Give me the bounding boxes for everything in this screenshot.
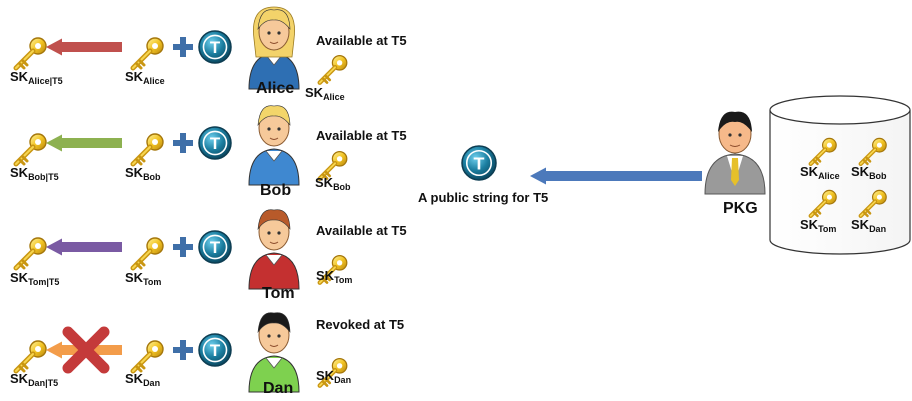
alice-avatar (248, 6, 300, 90)
svg-text:T: T (210, 238, 221, 257)
token-icon-dan: T (198, 333, 232, 367)
key-sk-tom-icon (130, 237, 164, 271)
user-name-alice: Alice (256, 80, 295, 97)
sk-bob-label: SKBob (125, 165, 161, 182)
sk-bob-t5-label: SKBob|T5 (10, 165, 59, 182)
key-sk-tom-t5-icon (13, 237, 47, 271)
dan-avatar (248, 312, 300, 393)
key-sk-alice-t5-icon (13, 37, 47, 71)
public-token-icon: T (461, 145, 497, 181)
status-bob: Available at T5 (316, 128, 407, 143)
sk-tom-t5-label: SKTom|T5 (10, 270, 60, 287)
sk-dan-status-label: SKDan (316, 368, 352, 385)
status-dan: Revoked at T5 (316, 317, 405, 332)
key-sk-dan-icon (130, 340, 164, 374)
bob-avatar (248, 105, 300, 186)
plus-icon-dan (173, 340, 193, 360)
svg-text:T: T (474, 153, 485, 173)
store-key-tom-icon (808, 189, 837, 219)
arrow-bob (46, 134, 122, 152)
public-string-label: A public string for T5 (418, 190, 549, 205)
sk-bob-status-label: SKBob (315, 175, 351, 192)
key-status-tom-icon (317, 254, 348, 285)
store-key-bob-icon (858, 137, 887, 167)
store-sk-dan-label: SKDan (851, 217, 887, 234)
key-status-alice-icon (317, 54, 348, 85)
user-name-tom: Tom (262, 285, 295, 302)
arrow-tom (46, 238, 122, 256)
plus-icon-alice (173, 37, 193, 57)
svg-text:T: T (210, 38, 221, 57)
revoked-cross-icon (62, 326, 110, 374)
store-sk-alice-label: SKAlice (800, 164, 840, 181)
sk-tom-label: SKTom (125, 270, 162, 287)
sk-tom-status-label: SKTom (316, 268, 353, 285)
sk-alice-t5-label: SKAlice|T5 (10, 69, 63, 86)
key-status-dan-icon (317, 357, 348, 388)
sk-dan-label: SKDan (125, 371, 161, 388)
user-name-dan: Dan (263, 380, 294, 397)
key-sk-dan-t5-icon (13, 340, 47, 374)
svg-text:T: T (210, 134, 221, 153)
key-status-bob-icon (317, 150, 348, 181)
pkg-avatar (704, 111, 766, 195)
plus-icon-tom (173, 237, 193, 257)
pkg-arrow (530, 167, 702, 185)
token-icon-alice: T (198, 30, 232, 64)
store-key-dan-icon (858, 189, 887, 219)
store-sk-bob-label: SKBob (851, 164, 887, 181)
token-icon-tom: T (198, 230, 232, 264)
tom-avatar (248, 209, 300, 290)
store-key-alice-icon (808, 137, 837, 167)
key-sk-bob-icon (130, 133, 164, 167)
svg-text:T: T (210, 341, 221, 360)
arrow-alice (46, 38, 122, 56)
sk-dan-t5-label: SKDan|T5 (10, 371, 59, 388)
status-tom: Available at T5 (316, 223, 407, 238)
status-alice: Available at T5 (316, 33, 407, 48)
sk-alice-label: SKAlice (125, 69, 165, 86)
sk-alice-status-label: SKAlice (305, 85, 345, 102)
pkg-key-store (769, 95, 911, 255)
store-sk-tom-label: SKTom (800, 217, 837, 234)
plus-icon-bob (173, 133, 193, 153)
key-sk-bob-t5-icon (13, 133, 47, 167)
key-sk-alice-icon (130, 37, 164, 71)
user-name-bob: Bob (260, 182, 292, 199)
pkg-label: PKG (723, 200, 758, 217)
token-icon-bob: T (198, 126, 232, 160)
